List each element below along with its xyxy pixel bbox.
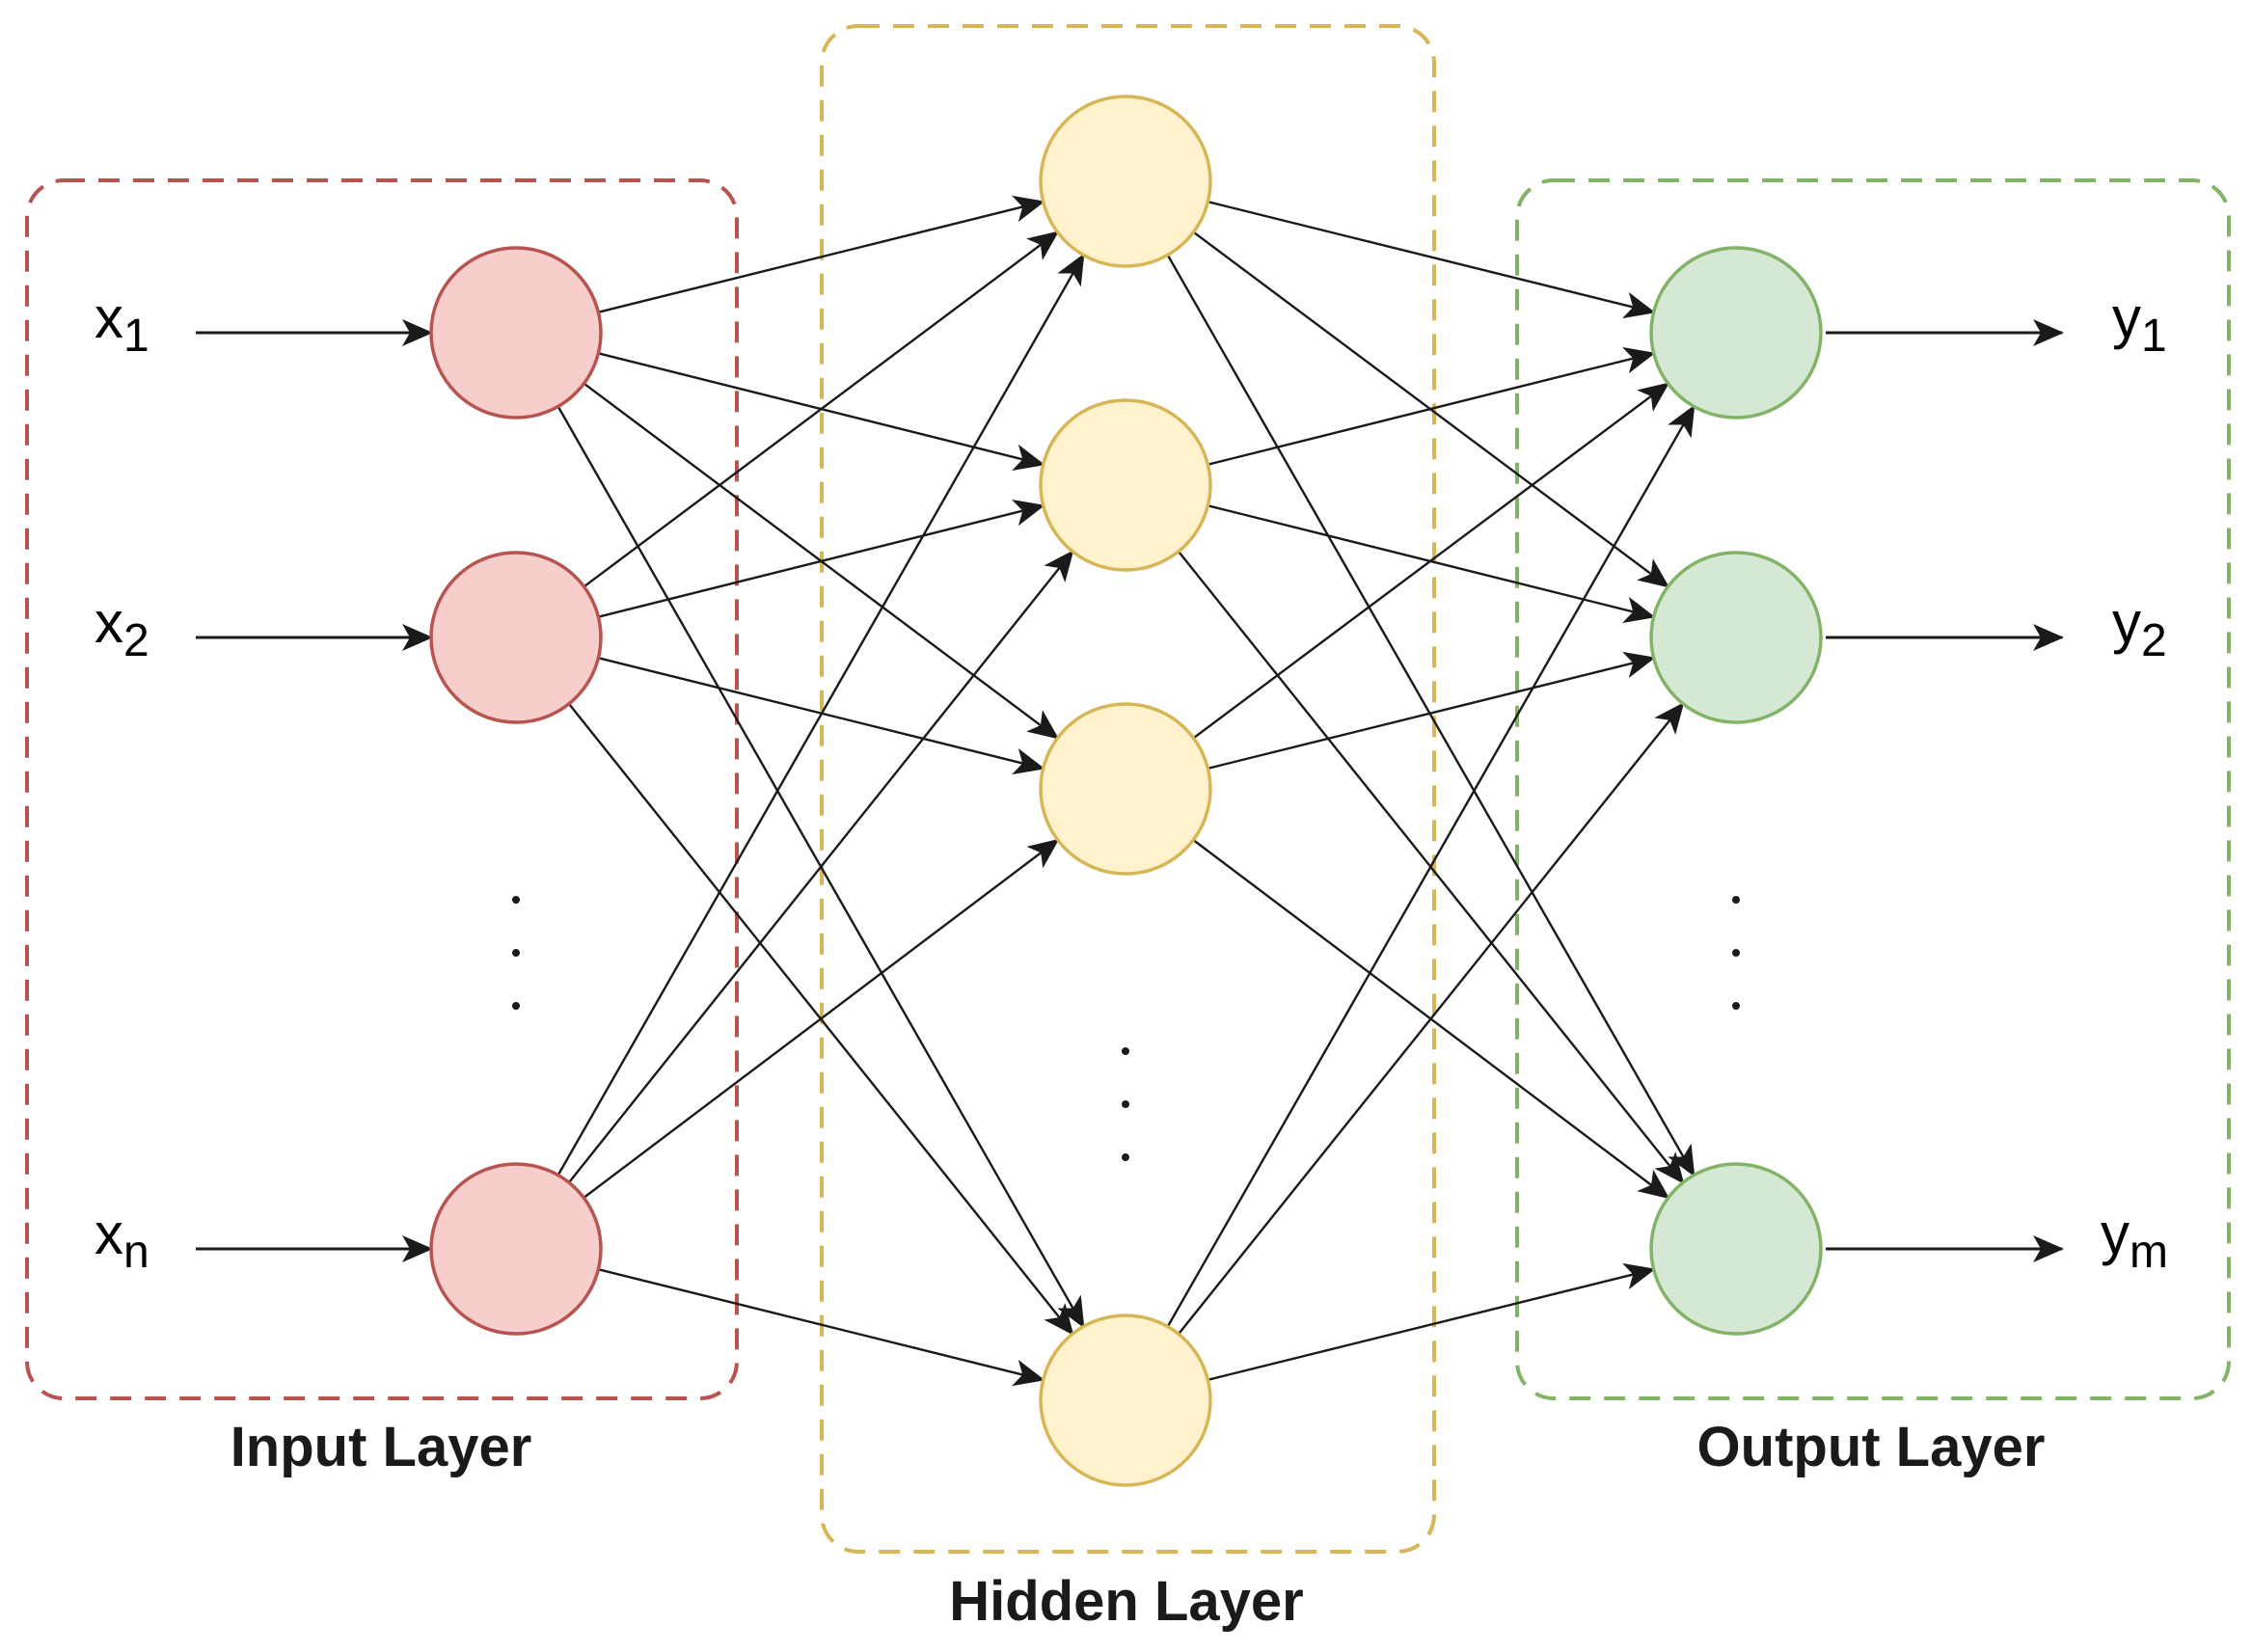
output-label-2: y2 [2112, 590, 2167, 666]
io-arrows [196, 319, 2064, 1262]
input-label-1: x1 [95, 285, 149, 362]
input-label-n: xn [95, 1202, 149, 1278]
connection-hidden4-output2 [1178, 702, 1685, 1336]
connection-input3-hidden2 [567, 550, 1074, 1183]
connection-input2-hidden2 [598, 500, 1045, 618]
connection-input2-hidden1 [583, 230, 1060, 588]
connection-hidden4-output3 [1207, 1262, 1656, 1381]
input-label-2: x2 [95, 590, 149, 666]
input-layer-label: Input Layer [231, 1416, 532, 1478]
connection-input1-hidden1 [598, 195, 1045, 313]
connection-input3-hidden3 [583, 838, 1060, 1199]
connection-hidden2-output1 [1207, 346, 1656, 466]
connection-input3-hidden1 [556, 253, 1085, 1177]
output-layer-label: Output Layer [1697, 1416, 2046, 1478]
output-node-2 [1649, 551, 1823, 724]
input-node-3 [429, 1162, 603, 1336]
input-node-2 [429, 551, 603, 724]
hidden-node-2 [1039, 398, 1212, 572]
output-label-m: ym [2101, 1202, 2168, 1278]
connection-input3-hidden4 [598, 1268, 1045, 1387]
connection-hidden1-output3 [1166, 254, 1696, 1178]
hidden-node-3 [1039, 702, 1212, 876]
vertical-ellipsis-icon [1732, 896, 1740, 1010]
hidden-node-1 [1039, 95, 1212, 268]
connections [556, 195, 1696, 1387]
hidden-layer-box [820, 24, 1436, 1554]
hidden-layer-label: Hidden Layer [949, 1570, 1303, 1633]
input-layer-box [25, 178, 739, 1400]
output-label-1: y1 [2112, 285, 2167, 362]
output-node-3 [1649, 1162, 1823, 1336]
output-node-1 [1649, 246, 1823, 420]
connection-hidden3-output1 [1192, 382, 1670, 740]
connection-hidden1-output1 [1207, 201, 1656, 319]
input-node-1 [429, 246, 603, 420]
vertical-ellipsis-icon [512, 896, 520, 1010]
connection-hidden4-output1 [1166, 404, 1696, 1328]
vertical-ellipsis-icon [1122, 1047, 1129, 1161]
output-layer-box [1515, 178, 2231, 1400]
hidden-node-4 [1039, 1313, 1212, 1487]
connection-hidden3-output2 [1207, 651, 1656, 770]
nodes [429, 95, 1823, 1487]
